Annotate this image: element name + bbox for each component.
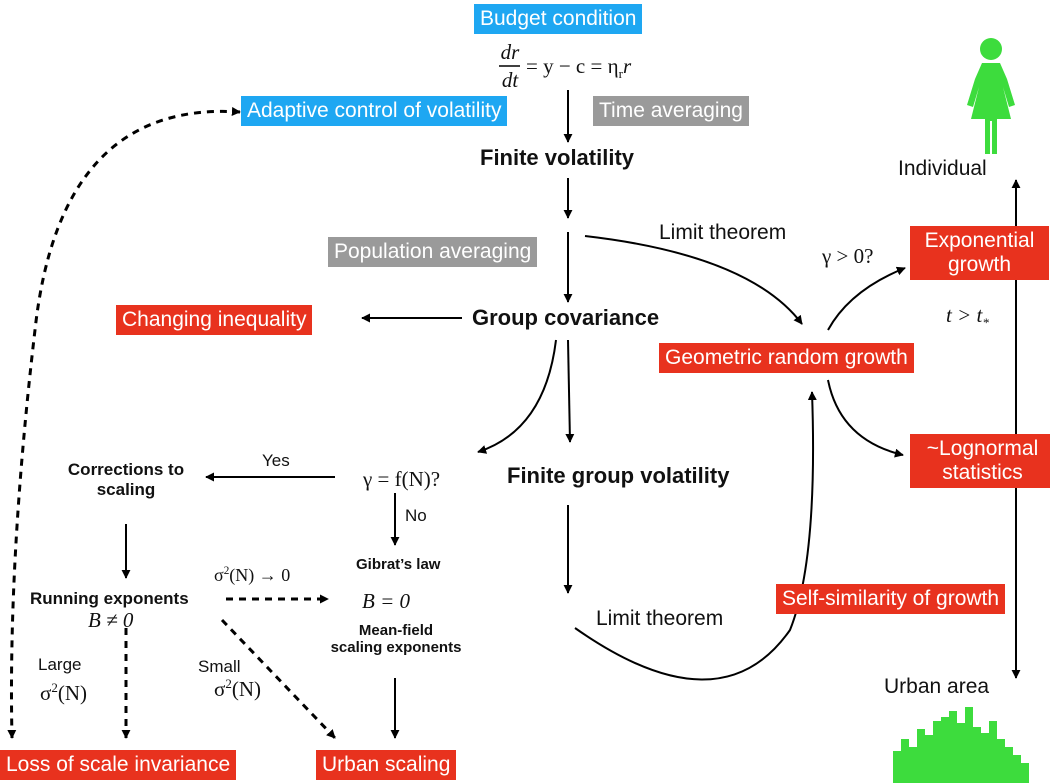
finite-volatility-node: Finite volatility [480,145,635,170]
changing-inequality-box: Changing inequality [116,305,313,336]
mean-field-line-2: scaling exponents [330,639,462,657]
group-covariance-node: Group covariance [472,305,660,330]
edge-to-lognormal [827,379,904,458]
edge-to-exponential-growth [827,266,906,331]
budget-tail: r [622,54,632,78]
budget-equation: = y − c = ηrr [526,54,631,82]
self-similarity-box: Self-similarity of growth [776,584,1006,615]
exponential-growth-line-1: Exponential [924,229,1035,252]
edge-limit-theorem-bottom [574,391,817,681]
gamma-function-question: γ = f(N)? [363,467,441,491]
edge-limit-theorem-top [584,235,803,325]
sigma-sq-2: 2 [51,680,58,695]
no-label: No [405,506,427,525]
small-label: Small [198,657,241,676]
limit-theorem-top-label: Limit theorem [659,221,787,244]
edge-covariance-to-finite-group-volatility [565,339,575,443]
budget-subscript: r [618,66,623,82]
running-exponents-node: Running exponents [30,589,189,608]
geometric-random-growth-box: Geometric random growth [659,343,914,374]
city-skyline-icon [893,707,1029,783]
corrections-line-1: Corrections to [67,460,185,479]
large-sigma: σ2(N) [40,680,87,705]
edge-dashed-adaptive-loss [7,106,241,739]
sigma-arg-3: (N) [231,677,261,701]
budget-denominator: dt [501,68,519,92]
lognormal-statistics-box: ~Lognormal statistics [910,434,1050,489]
exponential-growth-line-2: growth [947,253,1012,277]
lognormal-line-2: statistics [942,461,1023,485]
adaptive-control-box: Adaptive control of volatility [241,96,508,127]
sigma-arg-1: (N) [229,565,255,585]
corrections-line-2: scaling [96,479,156,499]
sigma-symbol-3: σ [214,677,226,701]
lognormal-line-1: ~Lognormal [926,437,1039,460]
limit-theorem-bottom-label: Limit theorem [596,607,724,630]
sigma-sq-3: 2 [225,676,232,691]
individual-label: Individual [898,157,987,180]
time-condition-subscript: * [982,315,989,331]
sigma-sq-1: 2 [223,565,230,577]
budget-condition-box: Budget condition [474,4,643,35]
gibrats-law-node: Gibrat’s law [356,556,441,573]
sigma-symbol-2: σ [40,681,52,705]
sigma-symbol-1: σ [214,565,224,585]
sigma-to-zero: σ2(N) → 0 [214,565,290,586]
yes-label: Yes [262,451,290,470]
large-label: Large [38,655,82,674]
urban-area-label: Urban area [884,675,990,698]
exponential-growth-box: Exponential growth [910,226,1049,281]
budget-numerator: dr [500,40,520,64]
budget-rhs: = y − c = η [526,54,619,78]
b-equals-zero: B = 0 [362,589,410,613]
loss-of-scale-invariance-box: Loss of scale invariance [0,750,237,781]
time-condition: t > t* [946,303,989,331]
small-sigma: σ2(N) [214,676,261,701]
b-not-zero: B ≠ 0 [88,608,134,632]
gamma-positive-condition: γ > 0? [822,244,874,268]
finite-group-volatility-node: Finite group volatility [507,463,730,488]
sigma-arg-2: (N) [57,681,87,705]
sigma-limit: → 0 [254,565,291,585]
time-condition-main: t > t [946,303,983,327]
person-icon [967,38,1015,154]
time-averaging-box: Time averaging [593,96,749,127]
corrections-to-scaling-node: Corrections to scaling [46,460,206,499]
edge-covariance-to-gamma [477,339,557,454]
mean-field-line-1: Mean-field [358,622,434,639]
edge-dashed-to-urban-scaling [220,618,337,740]
mean-field-scaling-node: Mean-field scaling exponents [318,622,474,657]
urban-scaling-box: Urban scaling [316,750,457,781]
population-averaging-box: Population averaging [328,237,538,268]
